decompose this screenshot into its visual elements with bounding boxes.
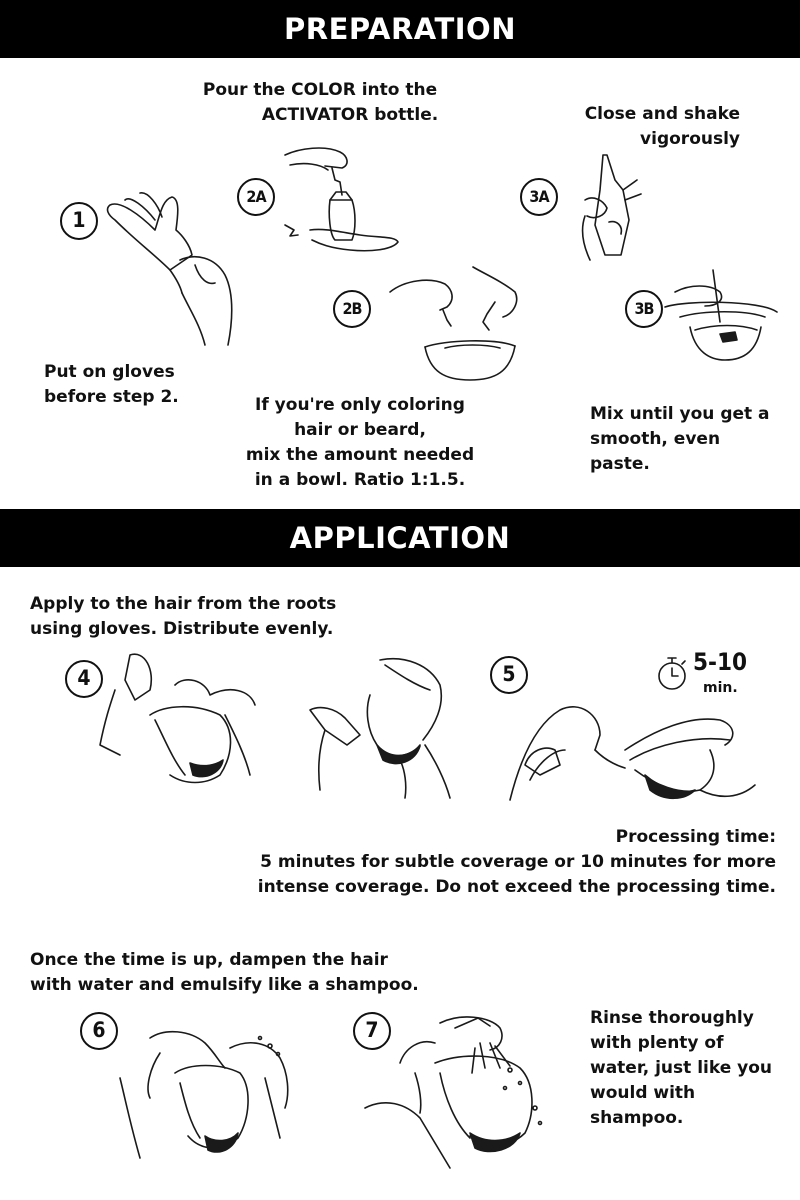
timer-label: 5-10 min. [655,648,775,698]
step-6-text: Once the time is up, dampen the hair wit… [30,950,419,995]
emulsify-illustration [119,1030,289,1159]
apply-beard-illustration [309,658,451,799]
step-2b-badge: 2B [333,290,371,328]
timer-unit: min. [703,680,738,696]
step-3a-text: Close and shake vigorously [584,104,740,149]
step-7-text: Rinse thoroughly with plenty of water, j… [590,1008,773,1128]
shake-bottle-illustration [581,154,642,261]
step-6-badge: 6 [80,1012,118,1050]
rinse-illustration [364,1016,543,1169]
processing-wait-illustration [509,706,756,801]
step-5-text: Processing time: 5 minutes for subtle co… [257,827,776,897]
step-1-badge: 1 [60,202,98,240]
step-2a-text: Pour the COLOR into the ACTIVATOR bottle… [202,80,439,125]
step-3b-badge: 3B [625,290,663,328]
step-3b-text: Mix until you get a smooth, even paste. [590,404,770,474]
mix-paste-illustration [664,269,778,361]
apply-roots-illustration [99,653,256,784]
step-2b-text: If you're only coloring hair or beard, m… [245,395,475,490]
step-4-text: Apply to the hair from the roots using g… [30,594,337,639]
preparation-header: PREPARATION [0,0,800,58]
step-1-text: Put on gloves before step 2. [44,362,179,407]
pour-bottle-illustration [284,147,399,252]
timer-range: 5-10 [693,648,748,676]
bowl-mixing-illustration [389,266,518,381]
step-5-badge: 5 [490,656,528,694]
gloves-illustration [106,192,233,346]
step-2a-badge: 2A [237,178,275,216]
step-7-badge: 7 [353,1012,391,1050]
step-3a-badge: 3A [520,178,558,216]
stopwatch-icon [658,657,686,690]
step-4-badge: 4 [65,660,103,698]
application-header: APPLICATION [0,509,800,567]
